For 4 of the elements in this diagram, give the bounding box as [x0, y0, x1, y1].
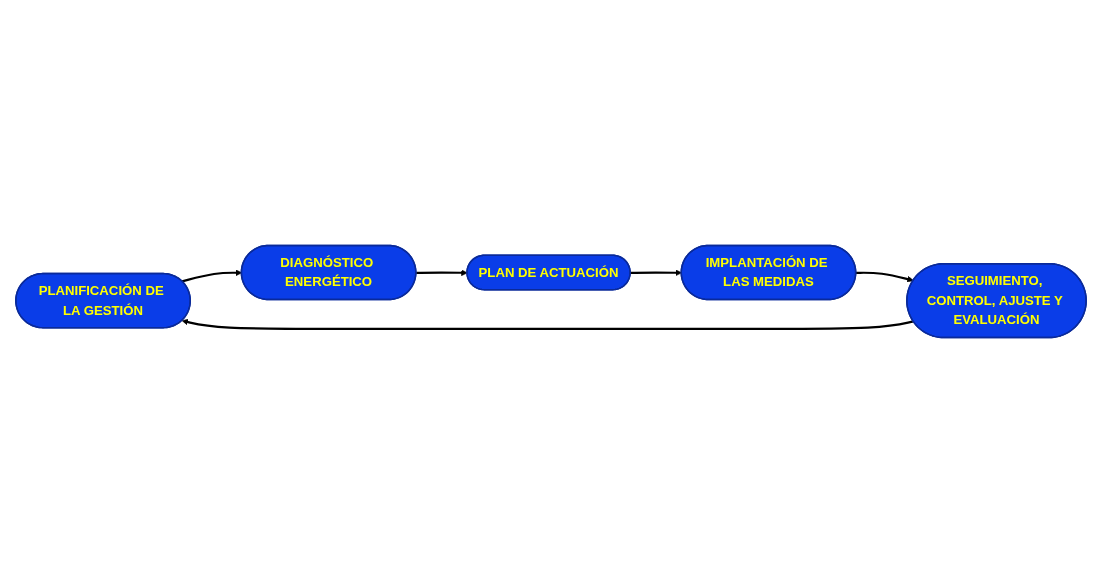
arrow	[416, 269, 468, 276]
arrow	[856, 271, 914, 283]
arrow	[630, 269, 682, 276]
arrow	[181, 318, 914, 330]
